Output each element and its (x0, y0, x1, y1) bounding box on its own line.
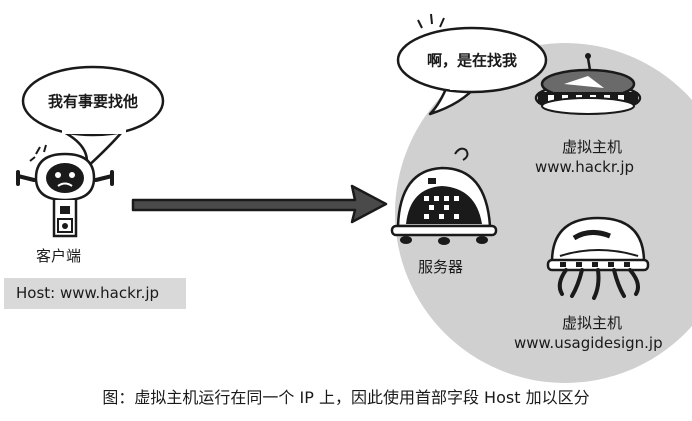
host-header-text: Host: www.hackr.jp (16, 284, 160, 302)
virtual-host-2-label: 虚拟主机 (562, 314, 623, 332)
server-speech-bubble (396, 13, 548, 116)
client-label: 客户端 (36, 247, 82, 265)
server-robot-icon (390, 147, 498, 245)
virtual-host-1-domain: www.hackr.jp (535, 158, 635, 176)
server-label: 服务器 (418, 258, 464, 276)
client-speech-text: 我有事要找他 (47, 92, 139, 111)
figure-caption: 图：虚拟主机运行在同一个 IP 上，因此使用首部字段 Host 加以区分 (102, 388, 590, 407)
client-robot-icon (16, 144, 114, 238)
virtual-host-2-icon (546, 216, 650, 300)
virtual-host-1-label: 虚拟主机 (562, 138, 623, 156)
server-speech-text: 啊，是在找我 (426, 51, 518, 70)
virtual-host-2-domain: www.usagidesign.jp (514, 334, 663, 352)
virtual-host-1-icon (534, 53, 642, 115)
host-header-box: Host: www.hackr.jp (4, 278, 186, 309)
server-zone-circle (395, 43, 692, 383)
client-speech-bubble (21, 65, 165, 170)
request-arrow (131, 184, 388, 224)
